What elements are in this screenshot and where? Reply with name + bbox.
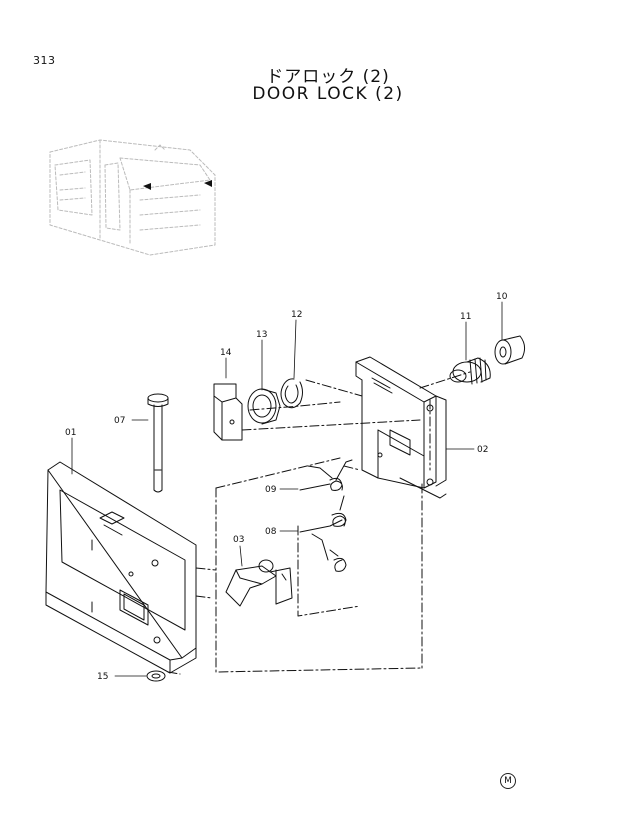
leader-lines — [71, 301, 503, 677]
part-label-14: 14 — [220, 348, 232, 358]
spring-lower-part — [299, 495, 347, 572]
machine-locator-thumbnail — [49, 139, 216, 256]
spring-upper-part — [299, 459, 353, 491]
title-japanese: ドアロック (2) — [266, 67, 390, 87]
washer-part — [146, 670, 166, 682]
latch-part — [225, 533, 329, 607]
plate-part — [213, 383, 243, 441]
key-plug-part — [494, 335, 526, 365]
part-label-13: 13 — [256, 330, 267, 340]
part-label-15: 15 — [97, 672, 108, 682]
part-label-03: 03 — [233, 535, 244, 545]
part-label-10: 10 — [496, 292, 508, 302]
part-label-07: 07 — [114, 416, 125, 426]
page-mark: M — [500, 773, 516, 789]
part-label-09: 09 — [265, 485, 277, 495]
locator-marks — [143, 180, 212, 190]
assembly-lines — [167, 371, 471, 675]
part-label-11: 11 — [460, 312, 471, 322]
page-number: 313 — [33, 54, 56, 67]
part-label-01: 01 — [65, 428, 76, 438]
bracket-part — [355, 356, 447, 499]
title-english: DOOR LOCK (2) — [252, 84, 404, 104]
part-label-02: 02 — [477, 445, 488, 455]
snap-ring-part — [280, 378, 303, 409]
door-panel-part — [45, 461, 197, 674]
cylinder-part — [449, 357, 491, 385]
pin-part — [147, 393, 169, 493]
part-label-12: 12 — [291, 310, 302, 320]
part-label-08: 08 — [265, 527, 277, 537]
nut-part — [247, 388, 281, 425]
